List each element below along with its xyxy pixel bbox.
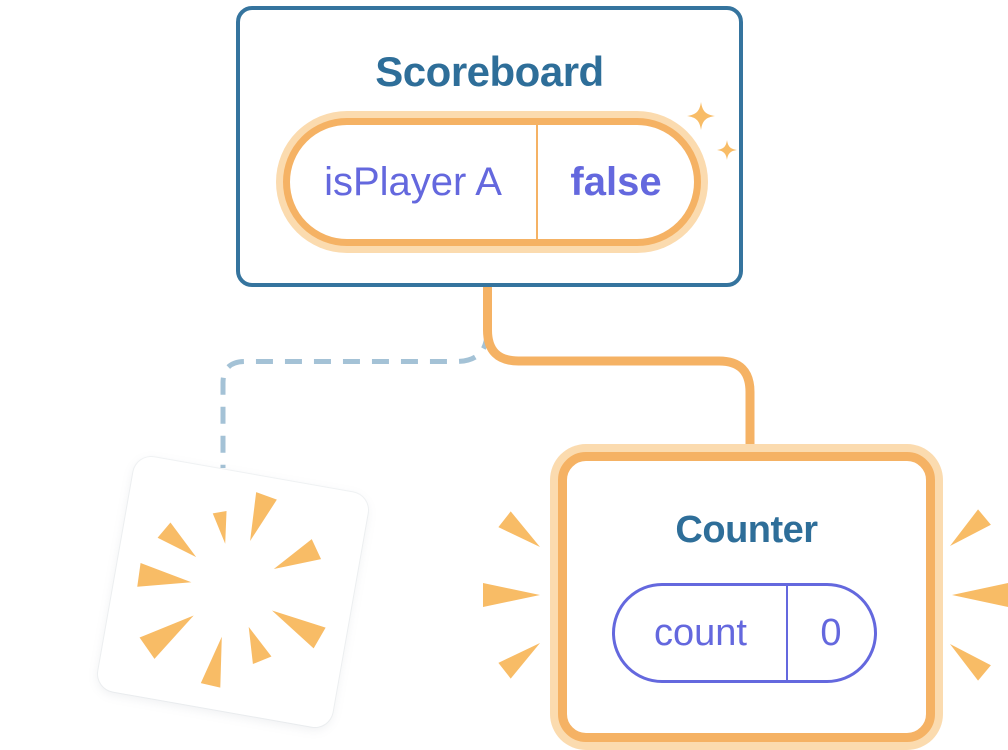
destroyed-component-card (95, 454, 371, 730)
counter-state-key: count (654, 611, 747, 654)
scoreboard-state-key: isPlayer A (324, 159, 502, 204)
scoreboard-card: Scoreboard isPlayer A false (236, 6, 743, 287)
counter-state-pill: count 0 (612, 583, 877, 683)
solid-connector-to-counter-card (483, 285, 755, 450)
scoreboard-state-value: false (570, 159, 662, 204)
pill-divider (536, 125, 538, 239)
scoreboard-state-pill: isPlayer A false (283, 118, 701, 246)
scoreboard-title: Scoreboard (375, 48, 604, 95)
counter-card: Counter count 0 (558, 452, 935, 742)
counter-state-value: 0 (820, 611, 842, 654)
pill-divider (786, 586, 788, 680)
dashed-connector-to-destroyed-card (220, 331, 490, 468)
counter-title: Counter (675, 509, 818, 551)
